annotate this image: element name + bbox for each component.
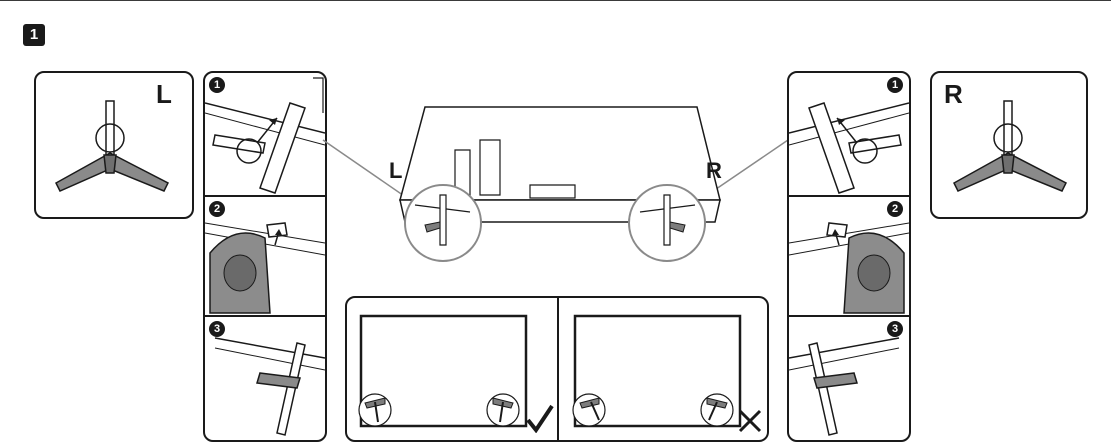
check-mark-icon [526, 404, 554, 433]
tv-letter-right: R [706, 158, 722, 183]
right-stand-panel: R [930, 71, 1088, 219]
left-step-1-number: 1 [209, 77, 225, 93]
right-step-3-number: 3 [887, 321, 903, 337]
left-step-2-number: 2 [209, 201, 225, 217]
left-step-3-number: 3 [209, 321, 225, 337]
right-steps-illustration [789, 102, 909, 436]
stand-letter-right: R [944, 79, 963, 109]
result-panel [345, 296, 769, 442]
x-mark-icon [738, 409, 762, 433]
top-rule [0, 0, 1111, 1]
step-number-badge: 1 [23, 24, 45, 46]
left-steps-panel: 1 2 3 [203, 71, 327, 442]
right-stand-illustration [953, 100, 1068, 192]
result-illustration [358, 298, 742, 440]
tv-letter-left: L [389, 158, 403, 183]
left-stand-panel: L [34, 71, 194, 219]
right-step-2-number: 2 [887, 201, 903, 217]
left-stand-illustration [55, 100, 170, 192]
stand-letter-left: L [156, 79, 172, 109]
right-step-1-number: 1 [887, 77, 903, 93]
right-steps-panel: 1 2 3 [787, 71, 911, 442]
left-steps-illustration [205, 77, 325, 436]
